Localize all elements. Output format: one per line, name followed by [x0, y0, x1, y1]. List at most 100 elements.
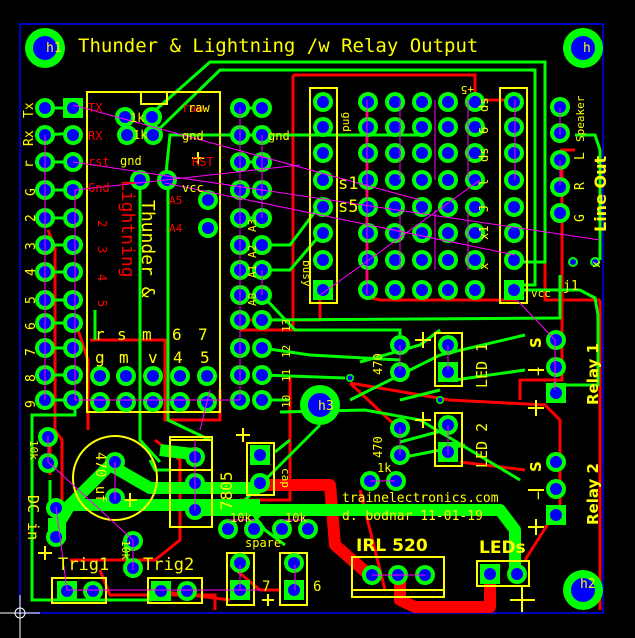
pin7-label: 7 — [262, 579, 270, 595]
arduino-pin-rst-right: RST — [192, 155, 214, 169]
trig1-label: Trig1 — [58, 555, 109, 575]
resistor-10k-mid: 10k — [119, 540, 132, 560]
arduino-bottom-labels: r s m 6 7 g m v 4 5 — [95, 325, 210, 367]
board-title: Thunder & Lightning /w Relay Output — [78, 35, 478, 57]
arduino-pin-gnd-right: gnd — [182, 129, 204, 143]
drill-hole — [416, 284, 428, 296]
drill-hole — [389, 174, 401, 186]
regulator-label: 7805 — [217, 471, 236, 510]
plus-marks — [38, 152, 544, 612]
drill-hole — [570, 259, 576, 265]
drill-hole — [508, 227, 520, 239]
drill-hole — [442, 201, 454, 213]
module-side-labels: ds 6 ds l J x1 x — [477, 98, 491, 270]
drill-hole — [469, 201, 481, 213]
drill-hole — [550, 334, 562, 346]
label-a2: A2 — [246, 245, 259, 258]
label-7: 7 — [24, 348, 39, 356]
label-5: 5 — [24, 296, 39, 304]
drill-hole — [394, 366, 406, 378]
drill-hole — [469, 147, 481, 159]
resistor-470-2: 470 — [371, 436, 385, 458]
sound-label-gnd: gnd — [340, 112, 353, 132]
drill-hole — [508, 254, 520, 266]
connector-j1: j1 — [563, 279, 579, 294]
ratsnest — [44, 100, 601, 591]
drill-hole — [147, 370, 159, 382]
drill-hole — [61, 585, 73, 597]
drill-hole — [147, 129, 159, 141]
module-label-6: 6 — [477, 127, 491, 134]
led2-outline — [434, 412, 463, 467]
label-m-bottom: m — [142, 325, 152, 344]
hole-label-h2: h2 — [580, 577, 596, 592]
led2-label: LED 2 — [473, 423, 491, 468]
left-header-labels: Tx Rx r G 2 3 4 5 6 7 8 9 — [22, 102, 39, 408]
drill-hole — [442, 254, 454, 266]
drill-hole — [288, 584, 300, 596]
label-4: 4 — [24, 268, 39, 276]
drill-hole — [362, 284, 374, 296]
drill-hole — [550, 387, 562, 399]
label-1k-a: 1k — [130, 111, 145, 125]
drill-hole — [67, 294, 79, 306]
resistor-10k-2: 10k — [285, 511, 307, 525]
drill-hole — [389, 121, 401, 133]
drill-hole — [67, 369, 79, 381]
drill-hole — [347, 375, 353, 381]
drill-hole — [389, 201, 401, 213]
board-outline — [19, 23, 604, 614]
drill-hole — [550, 483, 562, 495]
label-6-bottom: 6 — [172, 325, 182, 344]
drill-hole — [389, 284, 401, 296]
drill-hole — [67, 394, 79, 406]
drill-hole — [442, 284, 454, 296]
jumper-outline — [169, 439, 213, 471]
drill-hole — [389, 147, 401, 159]
capacitor-outline — [72, 435, 158, 521]
leds-connector-outline — [476, 560, 530, 587]
label-r-bottom: r — [95, 325, 105, 344]
drill-hole — [416, 174, 428, 186]
arduino-pin-rx: RX — [88, 129, 103, 143]
resistor-10k-left: 10k — [27, 440, 40, 460]
drill-hole — [317, 174, 329, 186]
drill-hole — [416, 96, 428, 108]
resistor-1k: 1k — [377, 461, 392, 475]
drill-hole — [362, 147, 374, 159]
label-6: 6 — [24, 322, 39, 330]
label-rx: Rx — [22, 130, 37, 146]
module-label-ds-1: ds — [477, 98, 491, 112]
drill-hole — [201, 370, 213, 382]
drill-hole — [571, 36, 595, 60]
sound-label-plus5: +5 — [461, 83, 474, 96]
sound-header-outline — [309, 87, 338, 304]
drill-hole — [550, 361, 562, 373]
drill-hole — [39, 102, 51, 114]
drill-hole — [389, 96, 401, 108]
drill-hole — [147, 396, 159, 408]
drill-hole — [469, 227, 481, 239]
drill-hole — [256, 102, 268, 114]
drill-hole — [33, 36, 57, 60]
drill-hole — [50, 531, 62, 543]
hole-label-h: h — [583, 41, 591, 56]
cap-label: cap — [279, 468, 292, 488]
label-s-bottom: s — [117, 325, 127, 344]
drill-hole — [317, 201, 329, 213]
sound-label-s5: s5 — [338, 197, 358, 217]
label-3: 3 — [24, 242, 39, 250]
drill-hole — [592, 259, 598, 265]
drill-hole — [94, 396, 106, 408]
relay2-pin-s: S — [527, 461, 545, 472]
drill-hole — [317, 96, 329, 108]
arduino-pin-5: 5 — [95, 300, 109, 307]
relay2-label: Relay 2 — [584, 463, 602, 525]
drill-hole — [181, 585, 193, 597]
drill-hole — [67, 342, 79, 354]
drill-hole — [508, 121, 520, 133]
regulator-outline — [169, 436, 213, 528]
label-11: 11 — [280, 369, 293, 382]
module-label-x1: x1 — [477, 226, 491, 240]
